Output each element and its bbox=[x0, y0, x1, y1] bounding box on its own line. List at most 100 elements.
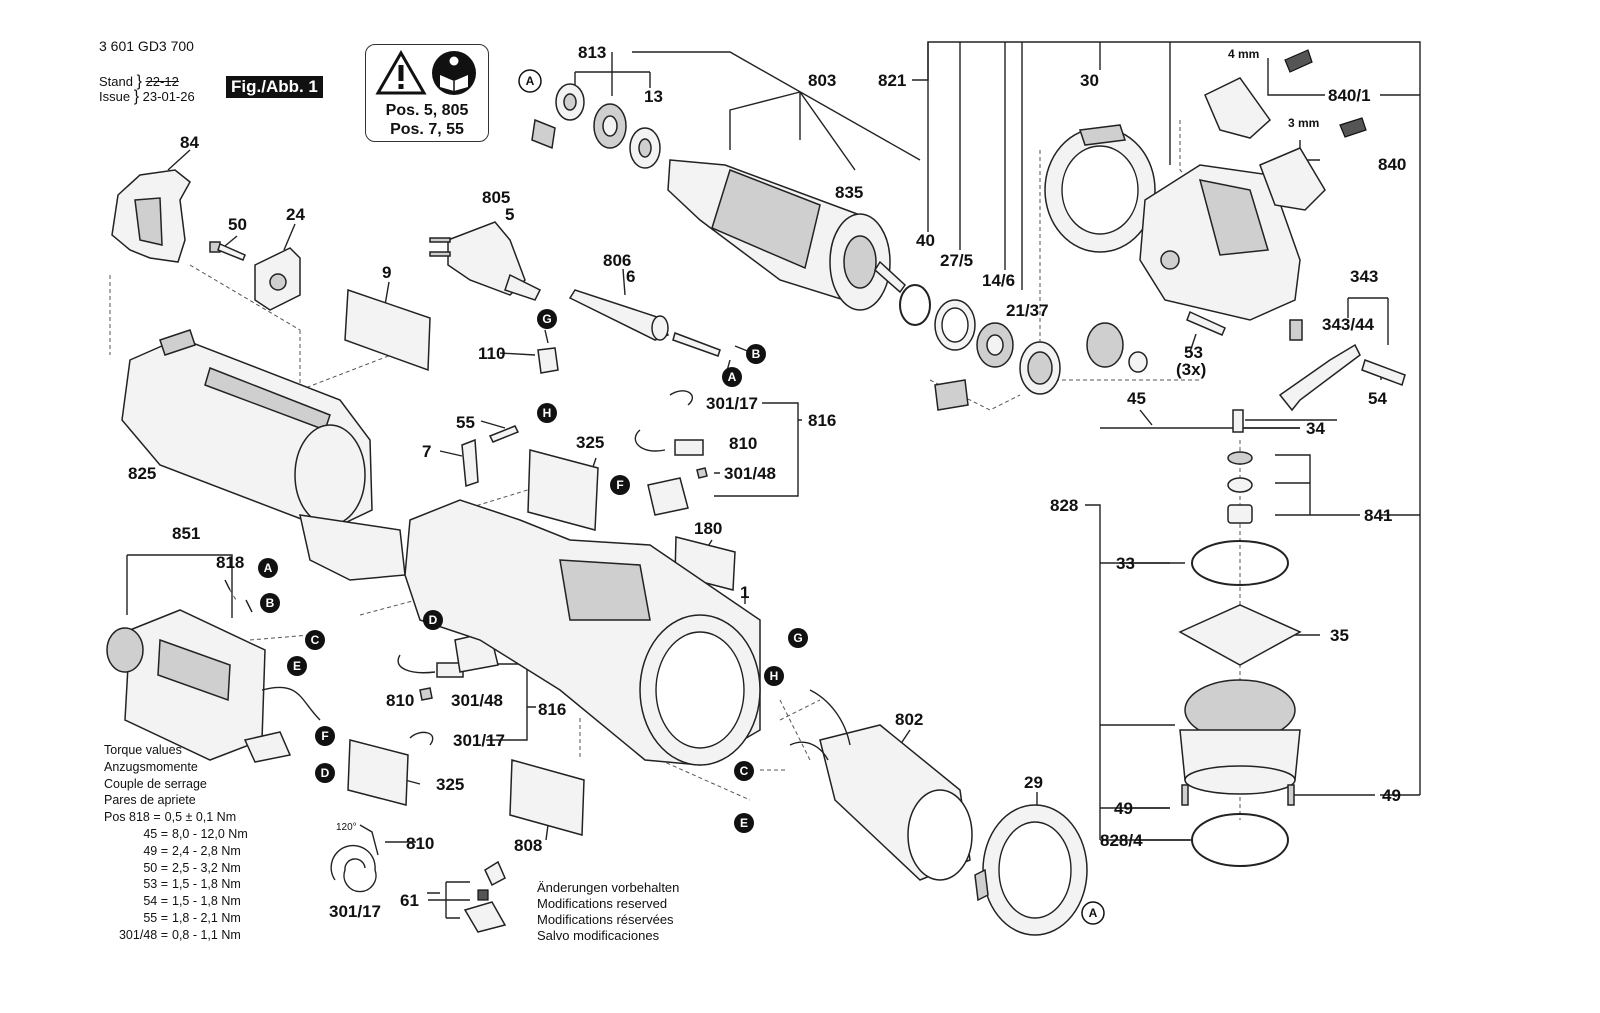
label-808: 808 bbox=[514, 836, 542, 855]
connector-A2: A bbox=[722, 367, 742, 387]
svg-text:C: C bbox=[740, 764, 749, 778]
svg-text:C: C bbox=[311, 633, 320, 647]
part-828-bevel-gear-assembly bbox=[1179, 679, 1301, 795]
label-343-44: 343/44 bbox=[1322, 315, 1375, 334]
part-45-pinion bbox=[1086, 322, 1148, 373]
part-813-bearings bbox=[531, 83, 661, 169]
connector-D2: D bbox=[315, 763, 335, 783]
connector-F2: F bbox=[315, 726, 335, 746]
label-6: 6 bbox=[626, 267, 635, 286]
connector-A1: A bbox=[518, 69, 542, 93]
label-49-right: 49 bbox=[1382, 786, 1401, 805]
label-841: 841 bbox=[1364, 506, 1392, 525]
issue-value: 23-01-26 bbox=[142, 89, 195, 104]
document-number: 3 601 GD3 700 bbox=[99, 38, 194, 54]
label-29: 29 bbox=[1024, 773, 1043, 792]
part-828-4-o-ring bbox=[1191, 813, 1289, 867]
part-rings-group bbox=[899, 284, 1061, 411]
torque-row: 49 =2,4 - 2,8 Nm bbox=[143, 843, 241, 858]
label-53: 53 bbox=[1184, 343, 1203, 362]
part-841-spindle-set bbox=[1227, 409, 1253, 524]
label-301-17-mid: 301/17 bbox=[453, 731, 505, 750]
warning-icons bbox=[375, 49, 476, 95]
torque-row: 301/48 =0,8 - 1,1 Nm bbox=[118, 927, 241, 942]
label-40: 40 bbox=[916, 231, 935, 250]
label-33: 33 bbox=[1116, 554, 1135, 573]
label-1: 1 bbox=[740, 583, 749, 602]
torque-row: 50 =2,5 - 3,2 Nm bbox=[143, 860, 241, 875]
part-49-screws bbox=[1181, 784, 1295, 806]
part-labels-stickers bbox=[347, 449, 736, 836]
label-818: 818 bbox=[216, 553, 244, 572]
label-840: 840 bbox=[1378, 155, 1406, 174]
part-835-armature bbox=[667, 159, 906, 311]
connector-C1: C bbox=[305, 630, 325, 650]
part-9-label bbox=[344, 288, 431, 372]
label-24: 24 bbox=[286, 205, 305, 224]
label-813: 813 bbox=[578, 43, 606, 62]
read-manual-icon bbox=[432, 51, 476, 95]
svg-text:H: H bbox=[543, 406, 552, 420]
part-821-gear-housing bbox=[1139, 164, 1301, 321]
label-301-17-top: 301/17 bbox=[706, 394, 758, 413]
stand-issue-block: Stand } 22-12 Issue } 23-01-26 bbox=[99, 73, 195, 105]
part-840-buttons bbox=[1204, 49, 1367, 211]
connector-G1: G bbox=[537, 309, 557, 329]
dim-3mm: 3 mm bbox=[1288, 116, 1319, 130]
note-en: Modifications reserved bbox=[537, 896, 668, 911]
connector-A3: A bbox=[258, 558, 278, 578]
label-301-48-top: 301/48 bbox=[724, 464, 776, 483]
label-13: 13 bbox=[644, 87, 663, 106]
label-810-bottom: 810 bbox=[406, 834, 434, 853]
stand-label: Stand bbox=[99, 74, 133, 89]
part-343-spindle-lock bbox=[1278, 319, 1406, 412]
label-84: 84 bbox=[180, 133, 199, 152]
label-851: 851 bbox=[172, 524, 200, 543]
label-835: 835 bbox=[835, 183, 863, 202]
label-325-bottom: 325 bbox=[436, 775, 464, 794]
svg-text:A: A bbox=[1089, 906, 1098, 920]
warning-line-2: Pos. 7, 55 bbox=[390, 121, 464, 138]
torque-title-en: Torque values bbox=[104, 743, 182, 757]
svg-text:D: D bbox=[321, 766, 330, 780]
connector-E1: E bbox=[287, 656, 307, 676]
label-803: 803 bbox=[808, 71, 836, 90]
label-9: 9 bbox=[382, 263, 391, 282]
label-180: 180 bbox=[694, 519, 722, 538]
torque-row: 45 =8,0 - 12,0 Nm bbox=[143, 826, 248, 841]
label-61: 61 bbox=[400, 891, 419, 910]
part-30-guard bbox=[1044, 124, 1156, 253]
part-802-stator bbox=[789, 689, 973, 881]
label-828: 828 bbox=[1050, 496, 1078, 515]
label-343: 343 bbox=[1350, 267, 1378, 286]
label-821: 821 bbox=[878, 71, 906, 90]
svg-text:A: A bbox=[728, 370, 737, 384]
torque-title-es: Pares de apriete bbox=[104, 793, 196, 808]
torque-values-table: Torque values Anzugsmomente Couple de se… bbox=[104, 742, 248, 944]
torque-row: Pos 818 =0,5 ± 0,1 Nm bbox=[104, 810, 237, 825]
label-14-6: 14/6 bbox=[982, 271, 1015, 290]
label-7: 7 bbox=[422, 442, 431, 461]
part-24-plate bbox=[254, 247, 301, 311]
connector-B1: B bbox=[746, 344, 766, 364]
label-54: 54 bbox=[1368, 389, 1387, 408]
svg-text:D: D bbox=[429, 613, 438, 627]
label-805: 805 bbox=[482, 188, 510, 207]
svg-text:B: B bbox=[266, 596, 275, 610]
connector-E2: E bbox=[734, 813, 754, 833]
label-810-top: 810 bbox=[729, 434, 757, 453]
connector-H1: H bbox=[537, 403, 557, 423]
part-35-bearing-flange bbox=[1178, 604, 1302, 666]
label-301-48-mid: 301/48 bbox=[451, 691, 503, 710]
part-1-motor-housing bbox=[404, 499, 761, 766]
figure-tag: Fig./Abb. 1 bbox=[226, 76, 323, 98]
part-53-screw bbox=[1186, 310, 1226, 336]
svg-text:A: A bbox=[264, 561, 273, 575]
note-es: Salvo modificaciones bbox=[537, 928, 660, 943]
svg-text:G: G bbox=[793, 631, 802, 645]
label-825: 825 bbox=[128, 464, 156, 483]
dim-4mm: 4 mm bbox=[1228, 47, 1259, 61]
angle-120: 120° bbox=[336, 822, 357, 833]
label-828-4: 828/4 bbox=[1100, 831, 1143, 850]
label-816-mid: 816 bbox=[538, 700, 566, 719]
